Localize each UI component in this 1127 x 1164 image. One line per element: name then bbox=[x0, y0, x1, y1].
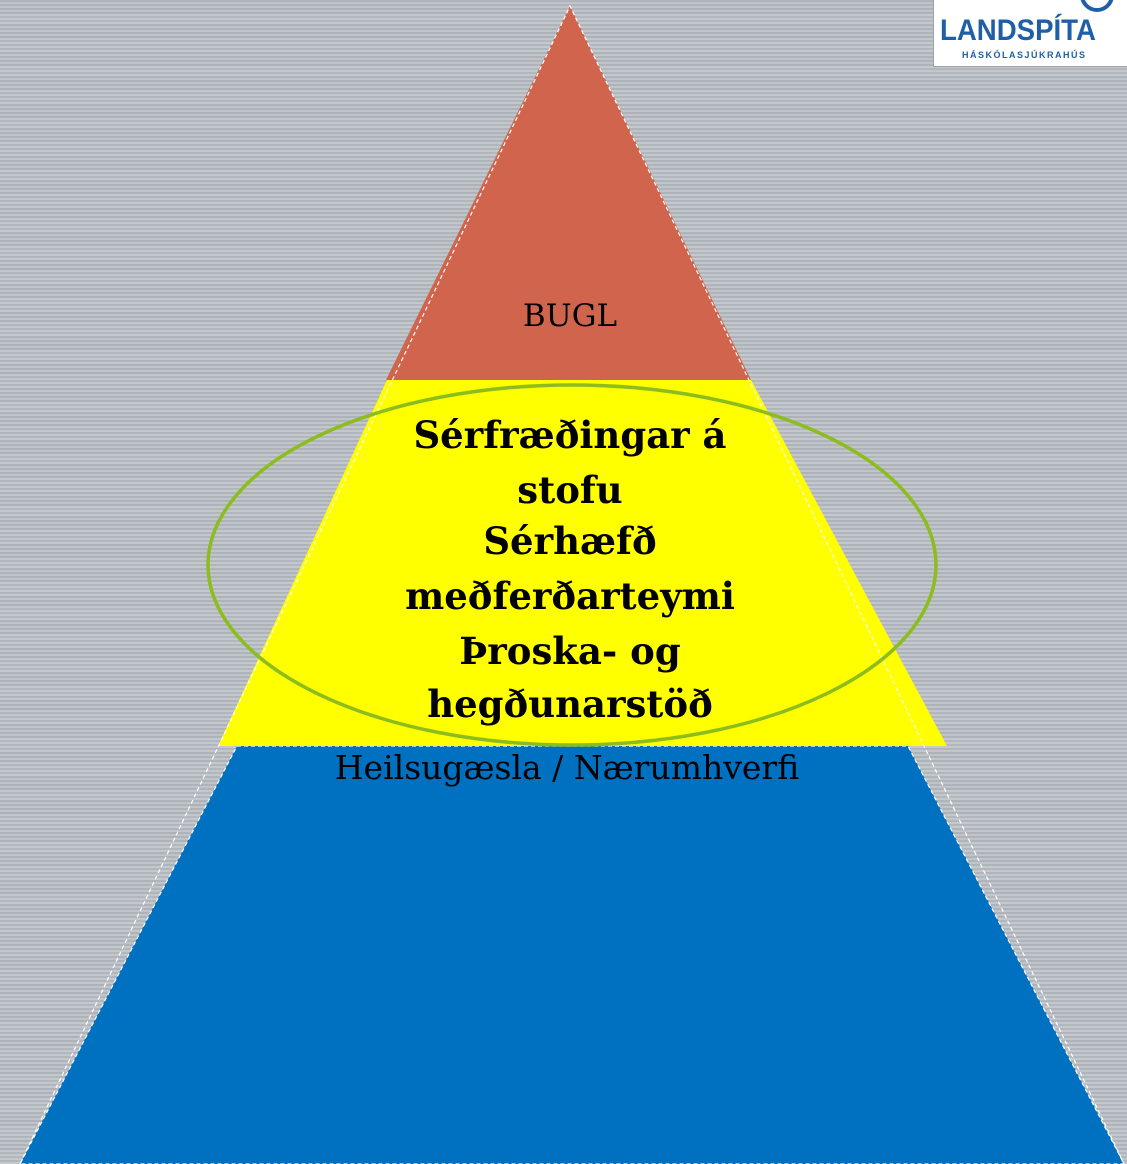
middle-line-6: hegðunarstöð bbox=[427, 682, 713, 726]
middle-line-1: Sérfræðingar á bbox=[413, 413, 726, 457]
landspitali-logo: LANDSPÍTA HÁSKÓLASJÚKRAHÚS bbox=[933, 0, 1127, 67]
pyramid-outline bbox=[19, 4, 1125, 1164]
middle-line-5: Þroska- og bbox=[459, 629, 680, 673]
middle-line-3: Sérhæfð bbox=[483, 519, 656, 563]
logo-emblem-icon bbox=[1080, 0, 1114, 12]
highlight-ellipse bbox=[206, 383, 938, 747]
pyramid-tier-bottom bbox=[19, 745, 1125, 1164]
tier-label-bottom: Heilsugæsla / Nærumhverfi bbox=[335, 748, 799, 787]
logo-wordmark: LANDSPÍTA bbox=[940, 14, 1096, 47]
middle-line-4: meðferðarteymi bbox=[405, 574, 735, 618]
pyramid-tier-middle bbox=[218, 380, 947, 746]
tier-labels-middle: Sérfræðingar á stofu Sérhæfð meðferðarte… bbox=[405, 413, 735, 726]
logo-subtitle: HÁSKÓLASJÚKRAHÚS bbox=[962, 50, 1087, 60]
tier-label-top: BUGL bbox=[523, 298, 617, 334]
middle-line-2: stofu bbox=[517, 468, 622, 512]
pyramid-tier-top bbox=[386, 6, 751, 380]
